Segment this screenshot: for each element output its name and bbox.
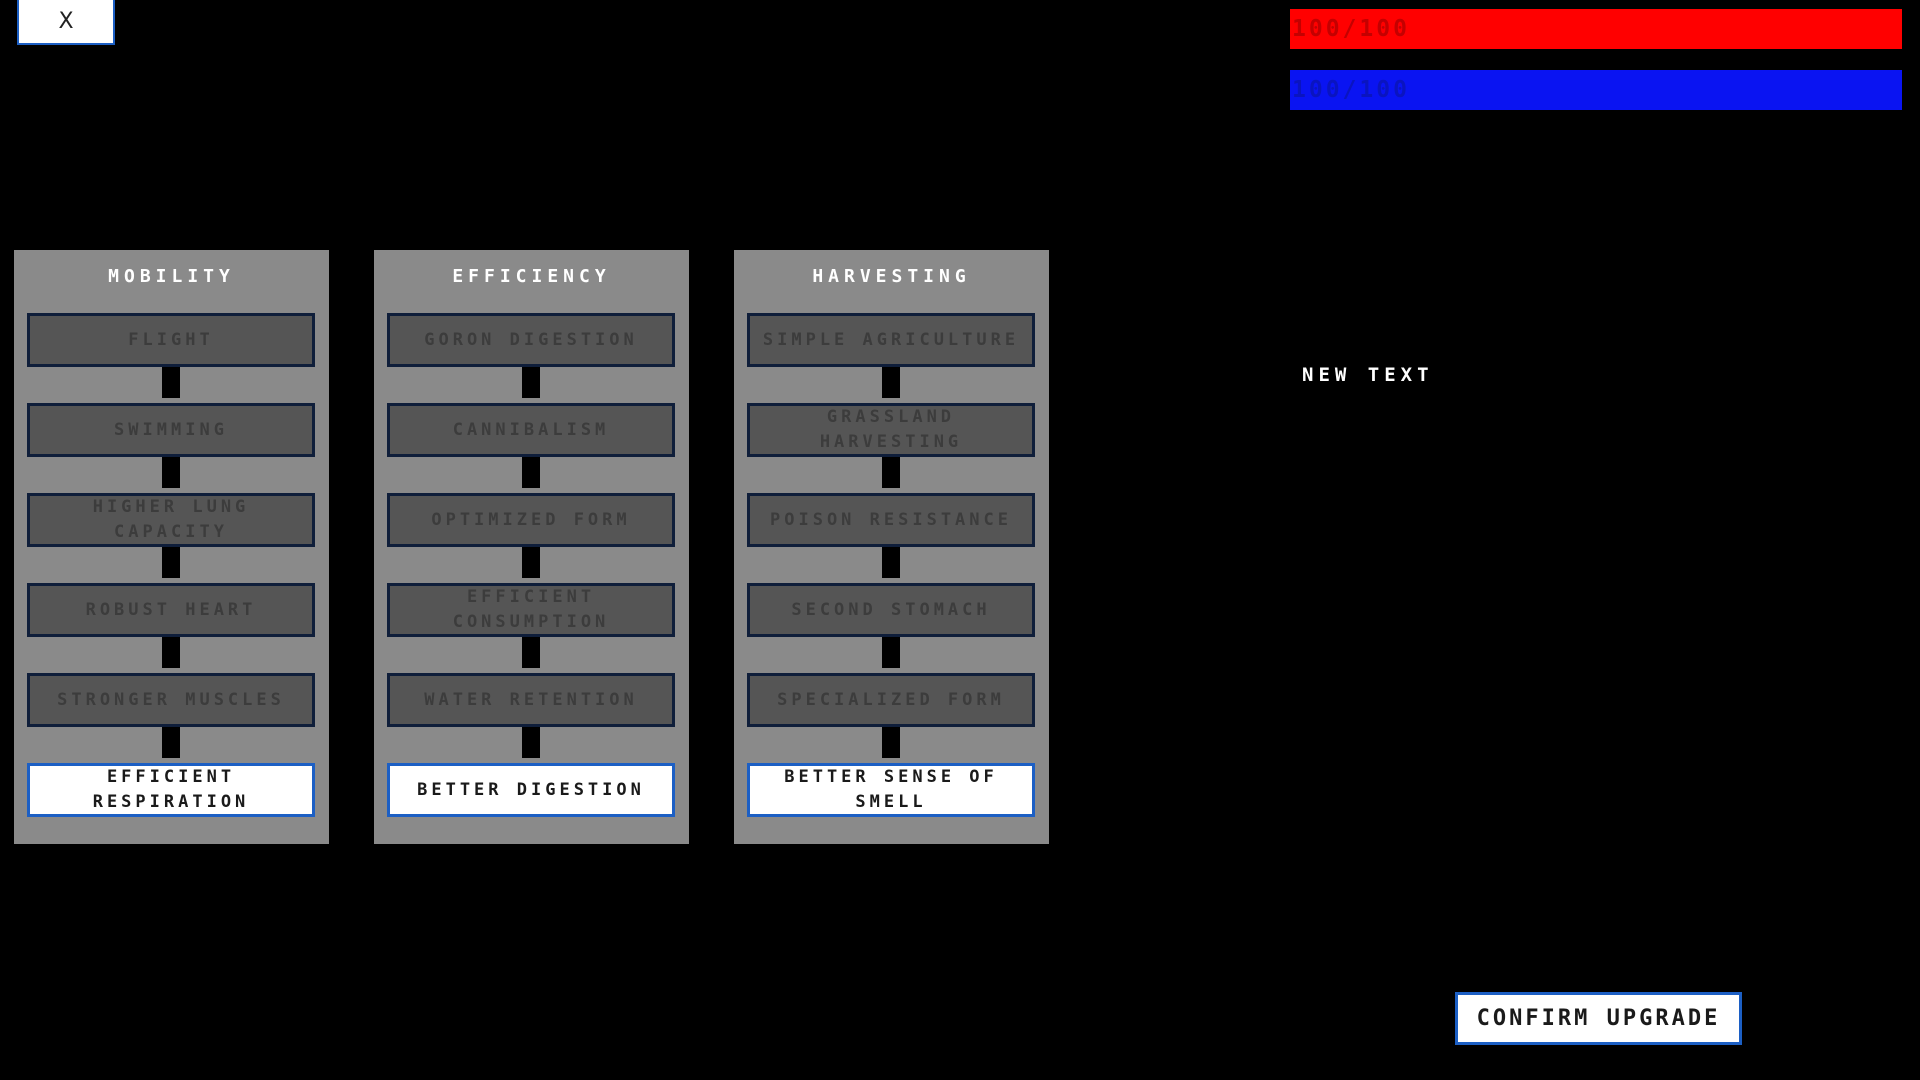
tree-connector — [522, 542, 540, 578]
skill-node-higher-lung-capacity[interactable]: HIGHER LUNG CAPACITY — [27, 493, 315, 547]
tree-connector — [882, 362, 900, 398]
info-text: NEW TEXT — [1302, 364, 1434, 386]
tree-connector — [162, 632, 180, 668]
tree-connector — [162, 542, 180, 578]
skill-node-better-sense-of-smell[interactable]: BETTER SENSE OF SMELL — [747, 763, 1035, 817]
tree-connector — [522, 452, 540, 488]
skill-node-robust-heart[interactable]: ROBUST HEART — [27, 583, 315, 637]
skill-node-grassland-harvesting[interactable]: GRASSLAND HARVESTING — [747, 403, 1035, 457]
skill-node-poison-resistance[interactable]: POISON RESISTANCE — [747, 493, 1035, 547]
tree-connector — [162, 722, 180, 758]
tree-title: EFFICIENCY — [452, 266, 611, 287]
skill-node-stronger-muscles[interactable]: STRONGER MUSCLES — [27, 673, 315, 727]
tree-connector — [882, 542, 900, 578]
skill-node-swimming[interactable]: SWIMMING — [27, 403, 315, 457]
tree-connector — [162, 362, 180, 398]
tree-panel-harvesting: HARVESTING SIMPLE AGRICULTURE GRASSLAND … — [734, 250, 1049, 844]
skill-node-water-retention[interactable]: WATER RETENTION — [387, 673, 675, 727]
skill-node-better-digestion[interactable]: BETTER DIGESTION — [387, 763, 675, 817]
health-bar: 100/100 — [1290, 9, 1902, 49]
skill-node-simple-agriculture[interactable]: SIMPLE AGRICULTURE — [747, 313, 1035, 367]
skill-node-specialized-form[interactable]: SPECIALIZED FORM — [747, 673, 1035, 727]
health-value: 100/100 — [1292, 16, 1410, 42]
skill-node-second-stomach[interactable]: SECOND STOMACH — [747, 583, 1035, 637]
confirm-upgrade-label: CONFIRM UPGRADE — [1476, 1006, 1721, 1031]
tree-title: MOBILITY — [108, 266, 235, 287]
tree-connector — [522, 362, 540, 398]
tree-connector — [522, 632, 540, 668]
skill-node-efficient-consumption[interactable]: EFFICIENT CONSUMPTION — [387, 583, 675, 637]
skill-node-cannibalism[interactable]: CANNIBALISM — [387, 403, 675, 457]
tree-connector — [882, 452, 900, 488]
skill-node-flight[interactable]: FLIGHT — [27, 313, 315, 367]
close-icon: X — [58, 9, 74, 34]
tree-title: HARVESTING — [812, 266, 971, 287]
tree-panel-efficiency: EFFICIENCY GORON DIGESTION CANNIBALISM O… — [374, 250, 689, 844]
energy-bar: 100/100 — [1290, 70, 1902, 110]
tree-connector — [882, 632, 900, 668]
close-button[interactable]: X — [17, 0, 115, 45]
tree-connector — [522, 722, 540, 758]
skill-node-optimized-form[interactable]: OPTIMIZED FORM — [387, 493, 675, 547]
energy-value: 100/100 — [1292, 77, 1410, 103]
confirm-upgrade-button[interactable]: CONFIRM UPGRADE — [1455, 992, 1742, 1045]
skill-node-goron-digestion[interactable]: GORON DIGESTION — [387, 313, 675, 367]
skill-node-efficient-respiration[interactable]: EFFICIENT RESPIRATION — [27, 763, 315, 817]
tree-connector — [162, 452, 180, 488]
tree-connector — [882, 722, 900, 758]
tree-panel-mobility: MOBILITY FLIGHT SWIMMING HIGHER LUNG CAP… — [14, 250, 329, 844]
